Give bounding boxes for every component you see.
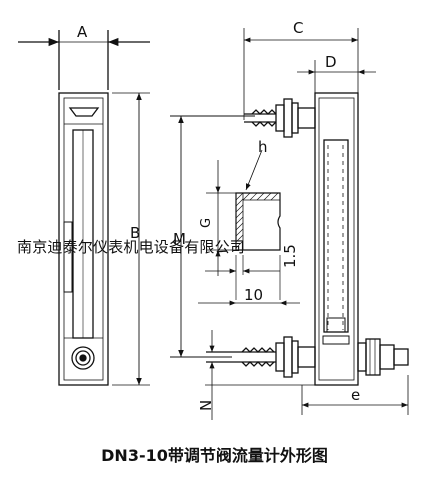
thread-detail — [198, 149, 300, 306]
dim-length-label: 10 — [244, 286, 263, 304]
dim-c-label: C — [293, 19, 303, 37]
dim-m-label: M — [173, 230, 186, 248]
dim-g-label: G — [199, 218, 214, 228]
dim-h-label: h — [258, 138, 268, 156]
dim-n-label: N — [197, 400, 215, 411]
side-view — [205, 28, 409, 420]
company-overlay-text: 南京迪泰尔仪表机电设备有限公司 — [17, 238, 246, 256]
dimension-m — [170, 115, 255, 358]
front-view — [18, 30, 150, 386]
drawing-caption: DN3-10带调节阀流量计外形图 — [101, 446, 328, 465]
dim-b-label: B — [130, 224, 140, 242]
dim-a-label: A — [77, 23, 88, 41]
dim-e-label: e — [351, 386, 360, 404]
dim-step-label: 1.5 — [281, 244, 299, 268]
dim-d-label: D — [325, 53, 337, 71]
